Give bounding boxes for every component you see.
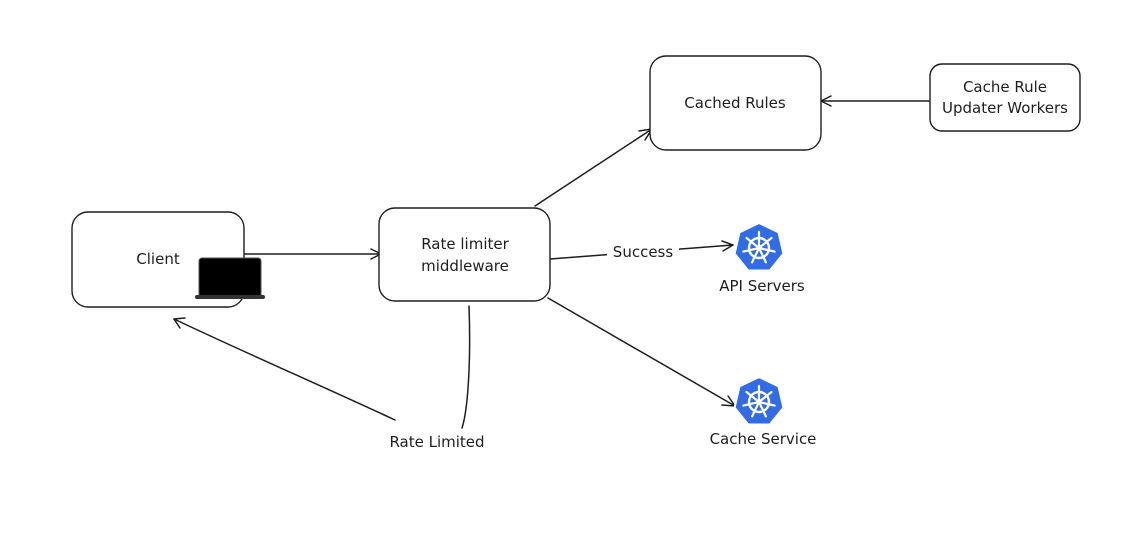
node-cache-rule-updater-workers[interactable]: Cache Rule Updater Workers [929, 63, 1081, 132]
cached-rules-label: Cached Rules [684, 94, 786, 112]
node-cache-service[interactable]: Cache Service [710, 375, 817, 448]
edge-rate-limiter-to-cached-rules [534, 128, 653, 207]
node-rate-limiter-middleware[interactable]: Rate limiter middleware [378, 207, 551, 302]
client-label: Client [136, 250, 180, 268]
updater-label-line2: Updater Workers [942, 99, 1068, 117]
edge-rate-limiter-to-cache-service [547, 297, 736, 407]
node-client[interactable]: Client [71, 211, 265, 308]
cache-service-label: Cache Service [710, 430, 817, 448]
kubernetes-icon [733, 375, 785, 426]
edge-client-to-rate-limiter [242, 248, 382, 260]
rate-limiter-label-line1: Rate limiter [421, 235, 509, 253]
svg-text:Success: Success [613, 243, 674, 261]
edge-rate-limiter-to-client-rate-limited [173, 305, 471, 429]
kubernetes-icon [733, 221, 785, 272]
edge-label-rate-limited: Rate Limited [389, 433, 484, 451]
edge-label-success: Success [607, 241, 679, 261]
node-cached-rules[interactable]: Cached Rules [649, 55, 822, 151]
node-api-servers[interactable]: API Servers [719, 221, 805, 295]
edge-updater-to-cached-rules [820, 95, 930, 107]
api-servers-label: API Servers [719, 277, 805, 295]
updater-label-line1: Cache Rule [963, 78, 1047, 96]
rate-limiter-label-line2: middleware [421, 257, 509, 275]
laptop-icon [195, 257, 265, 299]
svg-text:Rate Limited: Rate Limited [389, 433, 484, 451]
